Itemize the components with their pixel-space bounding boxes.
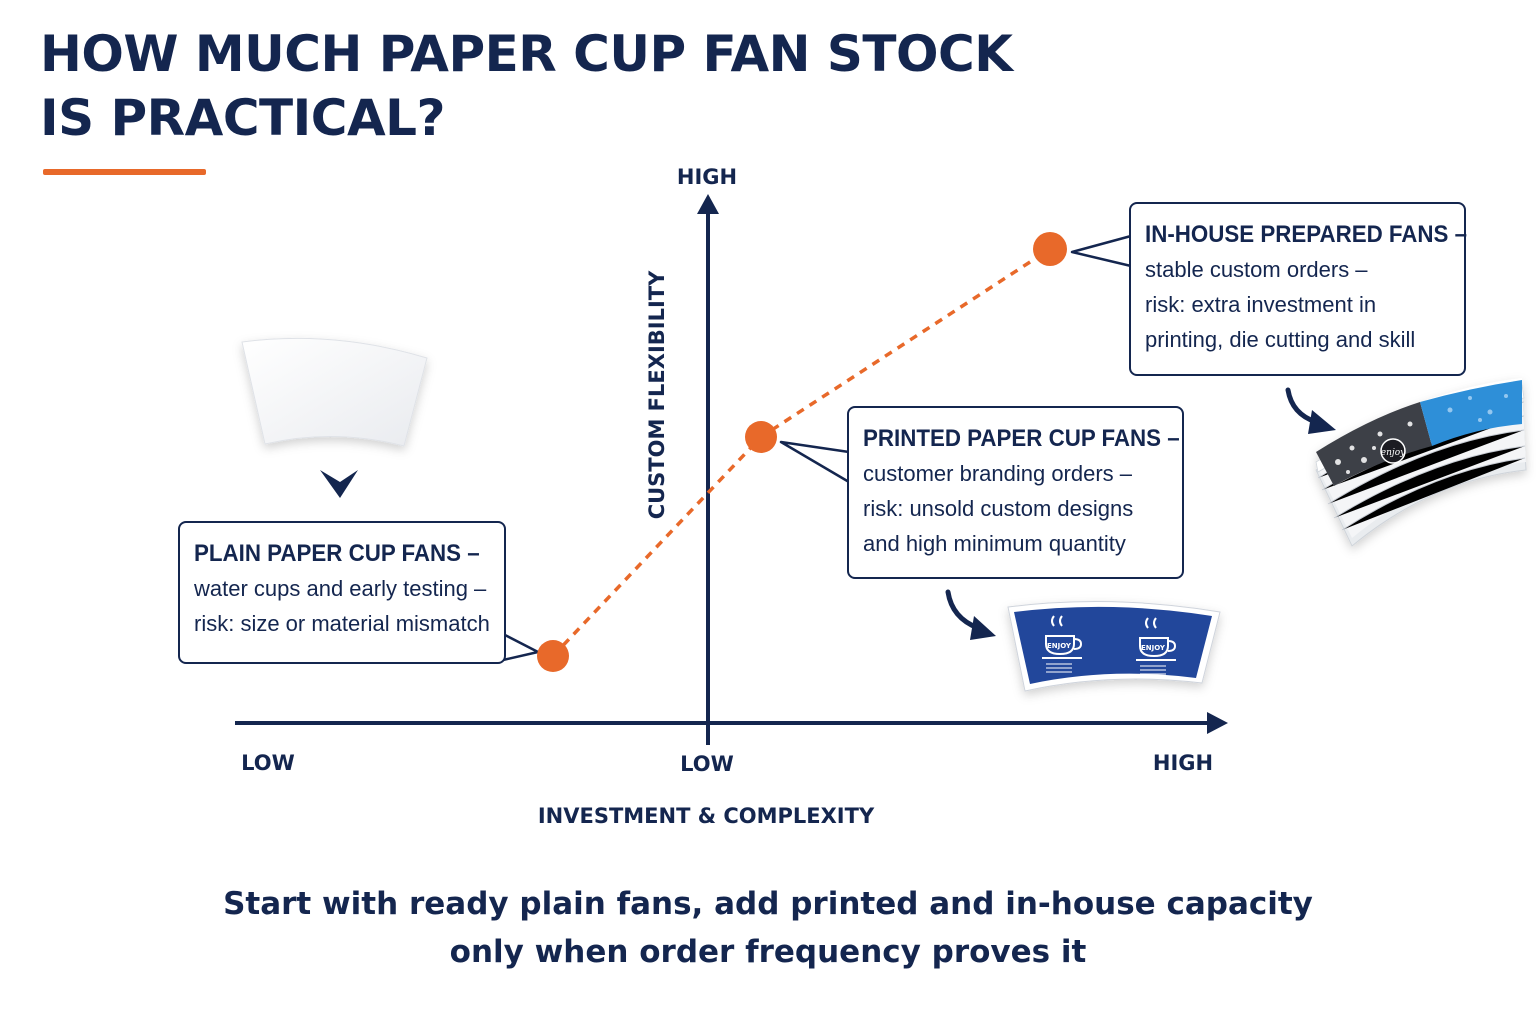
footer-line-1: Start with ready plain fans, add printed…	[223, 886, 1313, 922]
coffee-cup-icon	[1136, 617, 1177, 661]
x-axis-high-label: HIGH	[1153, 751, 1213, 775]
printed-fans-callout: PRINTED PAPER CUP FANS – customer brandi…	[847, 406, 1184, 579]
curved-arrow-icon	[1285, 387, 1336, 434]
inhouse-callout-pointer	[1070, 234, 1133, 268]
curved-arrow-icon	[945, 589, 996, 640]
printed-fans-use: customer branding orders –	[863, 461, 1133, 486]
printed-fans-risk-2: and high minimum quantity	[863, 531, 1126, 556]
stacked-fans-image: enjoy	[1315, 378, 1527, 547]
chevron-down-icon	[320, 470, 358, 498]
page-title: HOW MUCH PAPER CUP FAN STOCK IS PRACTICA…	[40, 22, 1013, 150]
printed-fan-image: ENJOY ENJOY	[1007, 601, 1221, 692]
plain-fans-risk: risk: size or material mismatch	[194, 611, 490, 636]
plain-fans-heading: PLAIN PAPER CUP FANS –	[194, 540, 480, 567]
x-axis	[235, 712, 1228, 734]
inhouse-fans-risk-1: risk: extra investment in	[1145, 292, 1377, 317]
printed-fan-text-right: ENJOY	[1141, 644, 1166, 652]
y-axis-arrowhead	[697, 194, 719, 214]
plain-fans-point	[537, 640, 569, 672]
printed-fans-heading: PRINTED PAPER CUP FANS –	[863, 425, 1180, 452]
plain-fan-image	[241, 337, 428, 447]
coffee-cup-icon	[1042, 615, 1083, 659]
plain-fans-use: water cups and early testing –	[194, 576, 487, 601]
printed-fan-fine-print	[1046, 663, 1166, 675]
x-axis-low-center-label: LOW	[680, 752, 734, 776]
inhouse-fans-point	[1033, 232, 1067, 266]
footer-line-2: only when order frequency proves it	[449, 934, 1087, 970]
inhouse-fans-risk-2: printing, die cutting and skill	[1145, 327, 1416, 352]
plain-fans-callout: PLAIN PAPER CUP FANS – water cups and ea…	[178, 521, 506, 664]
printed-fans-risk-1: risk: unsold custom designs	[863, 496, 1134, 521]
printed-fan-text-left: ENJOY	[1047, 642, 1072, 650]
inhouse-fans-use: stable custom orders –	[1145, 257, 1368, 282]
printed-fans-point	[745, 421, 777, 453]
title-accent-bar	[43, 169, 206, 175]
printed-callout-pointer	[779, 440, 851, 484]
x-axis-arrowhead	[1207, 712, 1228, 734]
title-line-2: IS PRACTICAL?	[40, 89, 446, 147]
y-axis-high-label: HIGH	[677, 165, 737, 189]
plain-callout-pointer	[501, 632, 540, 662]
title-line-1: HOW MUCH PAPER CUP FAN STOCK	[40, 25, 1013, 83]
stack-fan-text: enjoy	[1381, 448, 1406, 458]
inhouse-fans-heading: IN-HOUSE PREPARED FANS –	[1145, 221, 1468, 248]
x-axis-title: INVESTMENT & COMPLEXITY	[538, 804, 875, 828]
inhouse-fans-callout: IN-HOUSE PREPARED FANS – stable custom o…	[1129, 202, 1468, 376]
x-axis-low-left-label: LOW	[241, 751, 295, 775]
footer-conclusion: Start with ready plain fans, add printed…	[0, 880, 1536, 976]
y-axis-title: CUSTOM FLEXIBILITY	[645, 270, 669, 519]
y-axis	[697, 194, 719, 745]
